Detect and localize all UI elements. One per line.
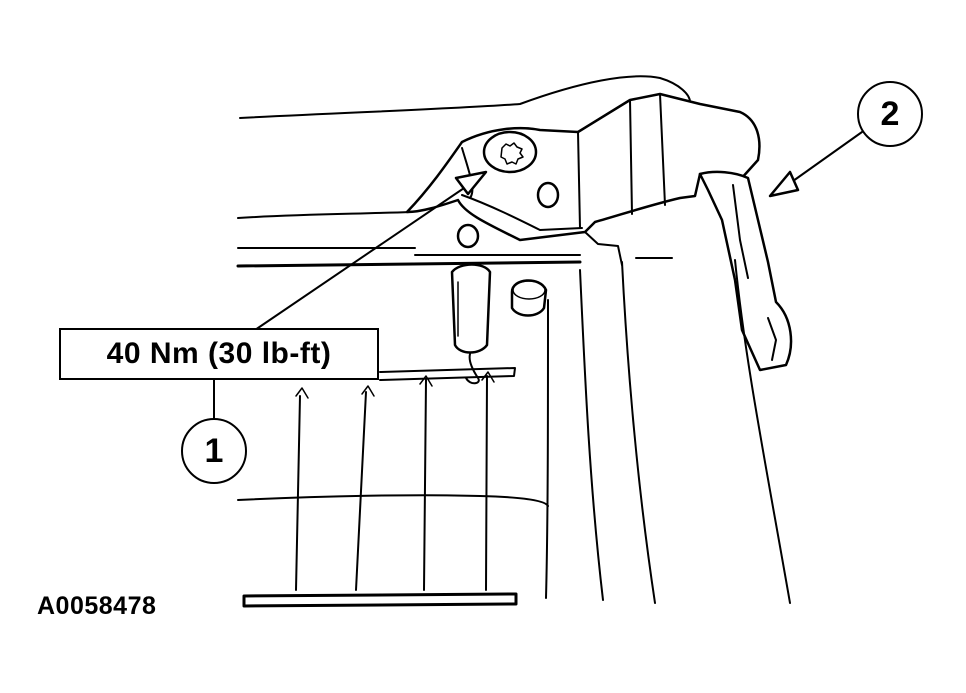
bracket-lip [461, 194, 583, 231]
callout-1: 1 [181, 418, 247, 484]
rod-hook-1 [295, 387, 309, 399]
rod-1 [295, 395, 301, 591]
hinge-arm-tip [767, 317, 777, 361]
panel-line-upper [237, 211, 411, 219]
panel-line-lower [236, 260, 582, 268]
rod-3 [423, 379, 427, 591]
bracket-face-top [577, 99, 633, 215]
pillar-line-1 [579, 269, 604, 601]
bracket-face-edge [577, 131, 581, 229]
grommet [510, 279, 548, 317]
rod-hook-3 [419, 375, 433, 387]
callout-2: 2 [857, 81, 923, 147]
rod-hook-2 [361, 385, 375, 397]
torx-socket [500, 142, 524, 165]
lower-panel-curve [237, 494, 549, 507]
hinge-bracket [405, 92, 761, 242]
leader-line-arm [785, 131, 863, 187]
figure-id: A0058478 [37, 592, 157, 620]
bracket-bolt [482, 130, 538, 174]
body-panel-outline [239, 75, 691, 119]
latch-cylinder [450, 263, 492, 354]
hinge-arm-slot [732, 184, 749, 279]
leader-arrowhead-1 [454, 170, 488, 196]
torque-spec-label: 40 Nm (30 lb-ft) [59, 328, 379, 380]
lower-rail [242, 592, 518, 608]
leader-arrowhead-2 [768, 170, 800, 198]
panel-hole [456, 223, 480, 249]
pillar-line-4 [545, 299, 549, 599]
leader-line-torque [254, 183, 471, 331]
bracket-step [584, 231, 623, 266]
bracket-hole [536, 181, 560, 209]
rod-hook-4 [481, 371, 495, 383]
grommet-top [512, 280, 546, 300]
spring-rod [379, 367, 516, 381]
pillar-line-3 [734, 259, 791, 604]
pillar-line-2 [621, 261, 656, 604]
bracket-face-right [659, 93, 666, 206]
rod-4 [485, 375, 488, 591]
rod-2 [355, 391, 367, 591]
